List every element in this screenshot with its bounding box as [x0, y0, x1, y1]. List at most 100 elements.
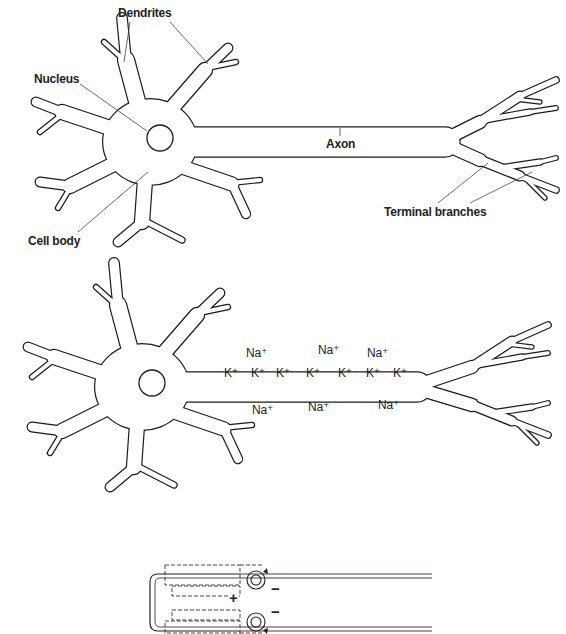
leader-line	[170, 22, 208, 64]
neuron-part	[32, 358, 56, 377]
neuron-part	[118, 305, 130, 350]
neuron-part	[62, 112, 110, 128]
neuron-part	[40, 113, 64, 132]
neuron-part	[199, 307, 228, 313]
leader-lines	[78, 22, 532, 232]
ion-label: Na⁺	[252, 403, 273, 417]
neuron-part	[522, 353, 548, 357]
neuron-part	[515, 99, 540, 102]
charge-sign: −	[270, 582, 281, 596]
neuron-part	[28, 347, 54, 357]
leader-line	[438, 163, 488, 203]
leader-line	[124, 22, 130, 62]
neuron-part	[224, 429, 238, 459]
neuron-part	[530, 108, 556, 112]
neuron-part	[532, 403, 548, 407]
neuron-part	[532, 403, 548, 407]
leader-line	[470, 172, 532, 203]
neuron-part	[96, 287, 116, 305]
neuron-part	[40, 113, 64, 132]
neuron-part	[182, 371, 417, 402]
ion-label: K⁺	[251, 366, 265, 380]
neuron-part	[134, 425, 137, 467]
neuron-part	[507, 344, 532, 347]
neuron-part	[520, 80, 556, 96]
ion-label: K⁺	[338, 366, 352, 380]
neuron-part	[517, 423, 537, 443]
neuron-part	[232, 184, 246, 214]
neuron-part	[118, 222, 142, 242]
neuron-part	[512, 325, 548, 341]
neuron-part	[143, 220, 182, 240]
neuron-part	[50, 430, 64, 453]
nucleus	[139, 370, 165, 396]
neuron-part	[54, 357, 102, 373]
neuron-part	[126, 60, 138, 105]
neuron-part	[114, 263, 118, 305]
neuron-part	[512, 325, 548, 341]
ion-label: Na⁺	[246, 346, 267, 360]
neuron-part	[485, 112, 530, 120]
neuron-part	[58, 185, 72, 208]
ion-label: K⁺	[276, 366, 290, 380]
neuron-part	[172, 70, 205, 108]
neuron-part	[142, 180, 145, 222]
neuron-part	[540, 158, 556, 162]
neuron-part	[177, 413, 224, 429]
neuron-part	[540, 158, 556, 162]
neuron-part	[185, 168, 232, 184]
leader-line	[78, 172, 148, 232]
part-label: Cell body	[28, 234, 80, 248]
neuron-part	[36, 102, 62, 112]
neuron-part	[182, 373, 417, 402]
neuron-fill	[28, 18, 556, 487]
ion-label: K⁺	[393, 366, 407, 380]
neuron-part	[32, 358, 56, 377]
neuron-part	[440, 142, 480, 160]
neuron-part	[492, 407, 532, 413]
neuron-part	[222, 425, 252, 428]
part-label: Terminal branches	[384, 205, 486, 219]
neuron-part	[164, 315, 197, 353]
ion-label: K⁺	[366, 366, 380, 380]
ion-label: Na⁺	[367, 346, 388, 360]
neuron-part	[492, 407, 532, 413]
charge-sign: +	[228, 591, 239, 605]
neuron-part	[62, 410, 104, 431]
current-loop-figure	[150, 565, 432, 634]
neuron-part	[62, 112, 110, 128]
neuron-part	[110, 467, 134, 487]
neuron-part	[440, 142, 480, 160]
neuron-part	[230, 180, 260, 183]
leader-line	[80, 84, 147, 131]
neuron-part	[207, 62, 236, 68]
ion-label: Na⁺	[378, 398, 399, 412]
neuron-part	[62, 410, 104, 431]
neuron-part	[177, 413, 224, 429]
neuron-part	[32, 427, 62, 431]
part-label: Dendrites	[118, 6, 172, 20]
neuron-part	[500, 162, 540, 168]
neuron-part	[522, 353, 548, 357]
neuron-part	[172, 70, 205, 108]
neuron-part	[104, 42, 124, 60]
neuron-part	[134, 425, 137, 467]
neuron-part	[118, 222, 142, 242]
neuron-part	[500, 162, 540, 168]
charge-sign: −	[270, 605, 281, 619]
neuron-part	[118, 305, 130, 350]
part-label: Axon	[326, 137, 355, 151]
neuron-part	[114, 263, 118, 305]
neuron-part	[40, 182, 70, 186]
neuron-part	[412, 387, 472, 405]
neuron-part	[135, 465, 174, 485]
neuron-part	[224, 429, 238, 459]
neuron-part	[143, 220, 182, 240]
neuron-part	[232, 184, 246, 214]
ion-label: Na⁺	[318, 343, 339, 357]
neuron-part	[36, 102, 62, 112]
neuron-part	[135, 465, 174, 485]
neuron-part	[525, 178, 545, 198]
ion-label: Na⁺	[308, 400, 329, 414]
neuron-outline	[28, 18, 556, 487]
